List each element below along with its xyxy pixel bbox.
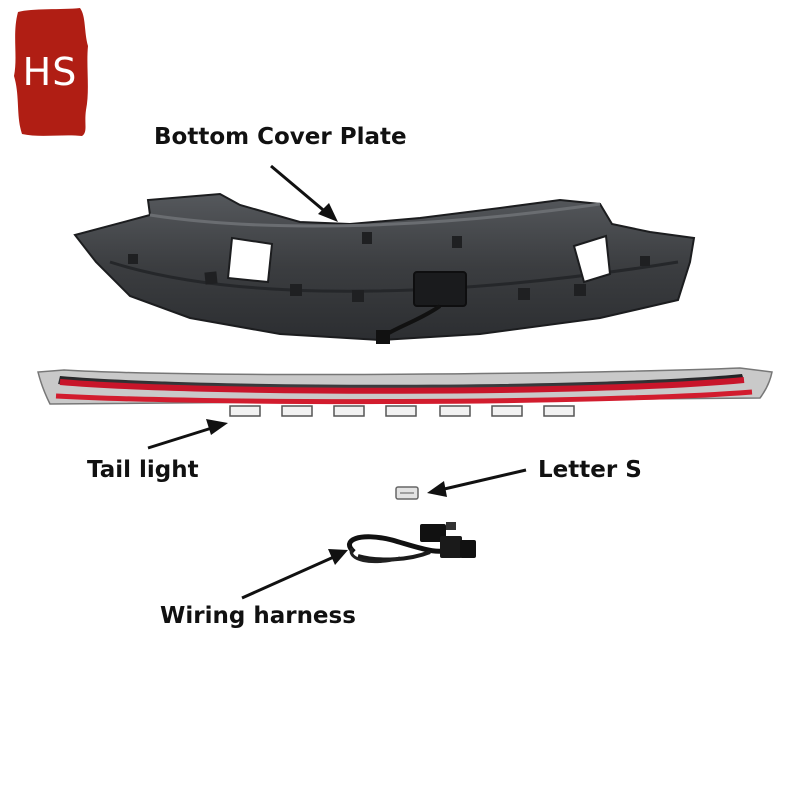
- arrow-wiring: [241, 549, 348, 600]
- brand-logo: HS: [10, 6, 90, 138]
- logo-text: HS: [22, 50, 78, 94]
- arrow-cover: [270, 164, 338, 222]
- arrow-letter: [427, 468, 527, 497]
- label-tail-light: Tail light: [87, 457, 199, 483]
- wiring-harness: [346, 522, 476, 564]
- arrow-tail: [147, 419, 228, 450]
- bottom-cover-plate: [73, 192, 696, 344]
- arrows: [147, 164, 527, 600]
- label-wiring-harness: Wiring harness: [160, 603, 356, 629]
- label-bottom-cover-plate: Bottom Cover Plate: [154, 124, 407, 150]
- tail-light-letters: [229, 405, 575, 417]
- label-letter-s: Letter S: [538, 457, 642, 483]
- logo-brush-shape: [14, 8, 88, 136]
- letter-s-piece: [395, 486, 419, 500]
- tail-light: [37, 367, 773, 417]
